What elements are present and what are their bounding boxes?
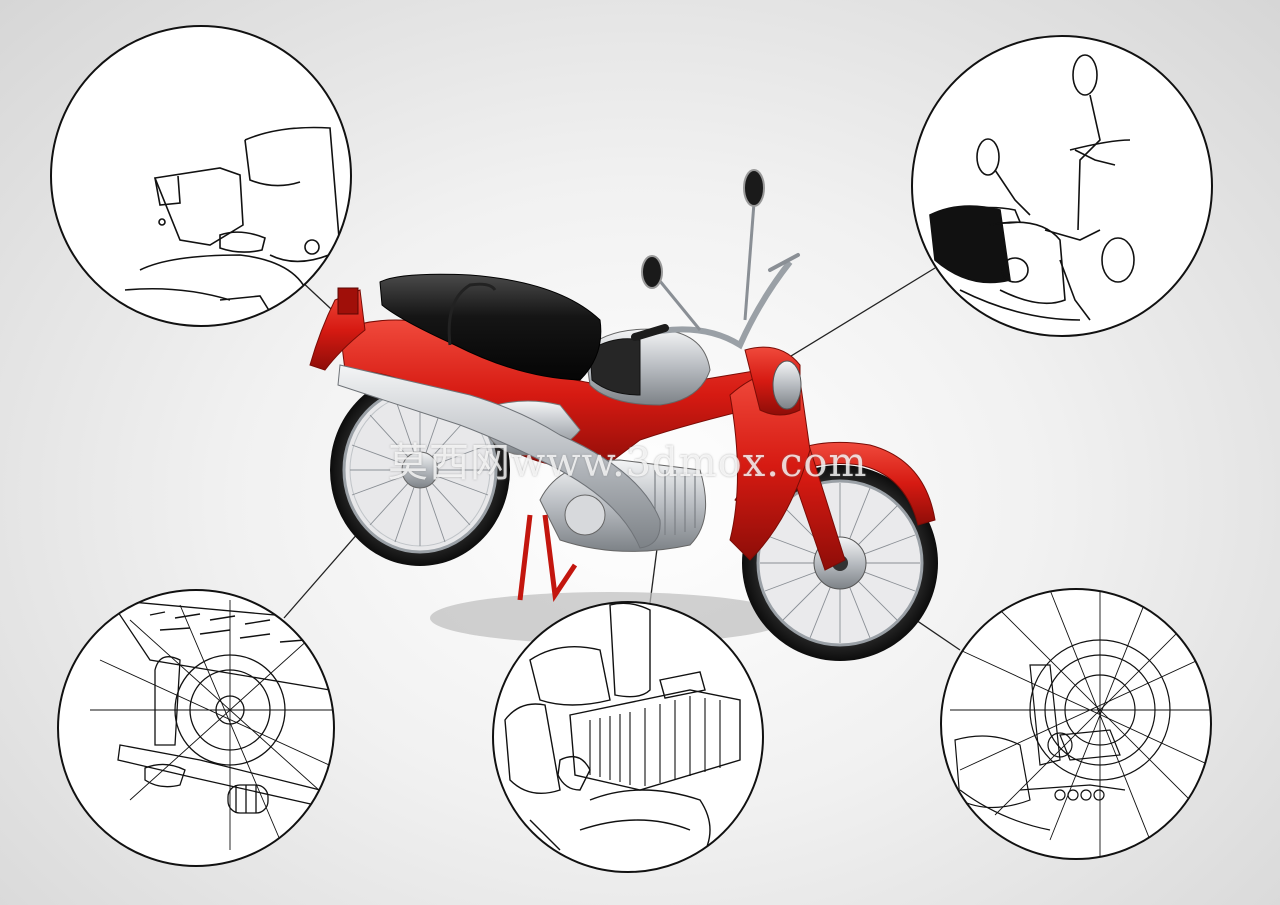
tank-knee-pad — [589, 338, 641, 396]
exhaust-pipe — [337, 364, 661, 549]
handlebar — [639, 260, 793, 350]
mirror-left — [641, 255, 663, 289]
motorcycle-illustration — [309, 169, 938, 661]
rear-wheel — [330, 374, 510, 566]
watermark-text: 莫西网www.3dmox.com — [388, 440, 868, 486]
grab-strap — [447, 282, 497, 346]
rear-reflector — [337, 287, 359, 315]
seat — [379, 273, 602, 381]
callout-handlebar-mirrors — [911, 35, 1213, 337]
callout-rear-brake — [57, 589, 335, 867]
mirror-stem-left — [653, 274, 702, 331]
callout-front-hub — [940, 588, 1212, 860]
center-stand — [517, 514, 578, 602]
callout-rear-reflector — [50, 25, 352, 327]
mirror-right — [743, 169, 765, 207]
headlamp — [772, 360, 802, 410]
mirror-stem-right — [743, 189, 757, 321]
callout-engine-cylinder — [492, 601, 764, 873]
brake-lever — [768, 253, 800, 272]
